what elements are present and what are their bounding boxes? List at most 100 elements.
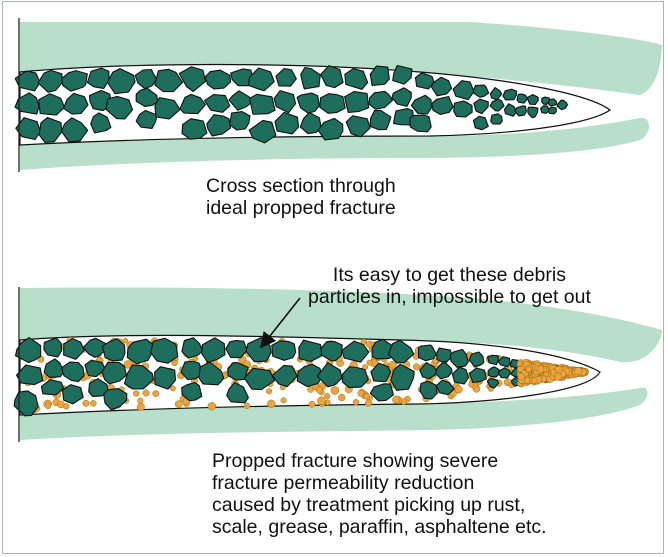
- proppant-grain-icon: [14, 337, 42, 364]
- debris-particle-icon: [265, 388, 273, 395]
- debris-particle-icon: [454, 385, 463, 394]
- proppant-grain-icon: [502, 88, 518, 101]
- proppant-grain-icon: [391, 87, 412, 107]
- proppant-grain-icon: [341, 340, 370, 363]
- proppant-grain-icon: [40, 379, 65, 396]
- proppant-grain-icon: [38, 93, 66, 116]
- proppant-grain-icon: [486, 377, 500, 389]
- debris-particle-icon: [330, 386, 340, 395]
- debris-particle-icon: [243, 402, 251, 409]
- debris-particle-icon: [152, 390, 160, 397]
- proppant-grain-icon: [123, 364, 154, 390]
- caption-ideal-fracture: Cross section through ideal propped frac…: [206, 175, 396, 219]
- proppant-grain-icon: [90, 112, 112, 134]
- debris-particle-icon: [324, 393, 331, 400]
- proppant-grain-icon: [60, 117, 89, 143]
- debris-particle-icon: [517, 365, 524, 373]
- damaged-fracture-section: [13, 287, 662, 442]
- proppant-grain-icon: [345, 115, 371, 138]
- proppant-grain-icon: [299, 111, 322, 135]
- annotation-arrow-icon: [260, 297, 301, 349]
- debris-particle-icon: [536, 365, 545, 374]
- debris-particle-icon: [171, 360, 178, 367]
- proppant-grain-icon: [61, 361, 85, 383]
- proppant-grain-icon: [178, 66, 207, 93]
- formation-top-upper: [20, 22, 662, 95]
- proppant-grain-icon: [417, 344, 437, 362]
- debris-particle-icon: [517, 372, 526, 381]
- debris-particle-icon: [338, 393, 346, 402]
- proppant-grain-icon: [105, 95, 134, 120]
- caption-damaged-fracture: Propped fracture showing severe fracture…: [212, 450, 547, 538]
- debris-particle-icon: [364, 399, 372, 407]
- proppant-grain-icon: [181, 118, 208, 140]
- proppant-grain-icon: [83, 337, 107, 358]
- proppant-grain-icon: [135, 87, 159, 107]
- debris-particle-icon: [392, 395, 401, 404]
- proppant-grain-icon: [204, 69, 232, 90]
- proppant-grain-icon: [37, 69, 63, 93]
- proppant-grain-icon: [489, 98, 505, 112]
- proppant-grain-icon: [154, 366, 177, 390]
- proppant-grain-icon: [243, 367, 276, 391]
- proppant-grain-icon: [298, 339, 323, 363]
- debris-particle-icon: [468, 381, 475, 388]
- proppant-grain-icon: [514, 105, 527, 117]
- proppant-grain-icon: [271, 340, 297, 361]
- proppant-grain-icon: [13, 390, 39, 417]
- proppant-grain-icon: [414, 72, 435, 90]
- proppant-grain-icon: [154, 96, 181, 120]
- proppant-grain-icon: [43, 337, 63, 358]
- proppant-grain-icon: [63, 338, 85, 360]
- proppant-grain-icon: [181, 381, 203, 402]
- proppant-grain-icon: [273, 90, 297, 114]
- proppant-grain-icon: [300, 66, 321, 90]
- proppant-grain-icon: [86, 67, 110, 90]
- caption-line: scale, grease, paraffin, asphaltene etc.: [212, 516, 547, 538]
- debris-particle-icon: [525, 366, 532, 373]
- proppant-grain-icon: [275, 67, 297, 87]
- proppant-grain-icon: [88, 378, 109, 397]
- proppant-grain-icon: [497, 356, 511, 368]
- proppant-grain-icon: [230, 68, 254, 87]
- proppant-grain-icon: [227, 361, 249, 381]
- proppant-grain-icon: [487, 354, 499, 366]
- proppant-grain-icon: [344, 68, 369, 90]
- annotation-debris: Its easy to get these debris particles i…: [308, 264, 591, 308]
- debris-particle-icon: [267, 399, 276, 408]
- debris-particle-icon: [207, 402, 216, 411]
- proppant-grain-icon: [370, 362, 392, 383]
- proppant-grain-icon: [556, 99, 568, 111]
- proppant-grain-icon: [84, 359, 106, 378]
- proppant-grain-icon: [392, 108, 415, 126]
- debris-particle-icon: [357, 389, 365, 397]
- proppant-grain-icon: [371, 338, 393, 360]
- proppant-grain-icon: [435, 347, 453, 363]
- caption-line: fracture permeability reduction: [212, 472, 475, 494]
- proppant-grain-icon: [181, 337, 204, 359]
- debris-particle-icon: [308, 400, 316, 408]
- proppant-grain-icon: [248, 119, 277, 144]
- formation-bottom-upper: [20, 287, 662, 363]
- ideal-fracture-section: [14, 18, 662, 172]
- proppant-grain-icon: [225, 339, 248, 359]
- proppant-grain-icon: [226, 382, 249, 404]
- debris-particle-icon: [136, 402, 145, 412]
- caption-line: Cross section through: [206, 175, 396, 197]
- proppant-grain-icon: [344, 90, 370, 114]
- proppant-grain-icon: [134, 68, 158, 90]
- debris-particle-icon: [169, 385, 176, 392]
- proppant-grain-icon: [419, 380, 438, 400]
- caption-line: ideal propped fracture: [206, 197, 396, 219]
- debris-particle-icon: [315, 386, 323, 394]
- debris-particle-icon: [366, 359, 373, 366]
- proppant-grain-icon: [15, 117, 41, 140]
- proppant-grain-icon: [154, 68, 184, 93]
- proppant-grain-icon: [430, 76, 453, 97]
- proppant-pack-top: [14, 64, 568, 144]
- proppant-grain-icon: [38, 116, 63, 143]
- proppant-grain-icon: [449, 348, 469, 368]
- proppant-grain-icon: [274, 111, 300, 135]
- debris-particle-icon: [554, 365, 563, 374]
